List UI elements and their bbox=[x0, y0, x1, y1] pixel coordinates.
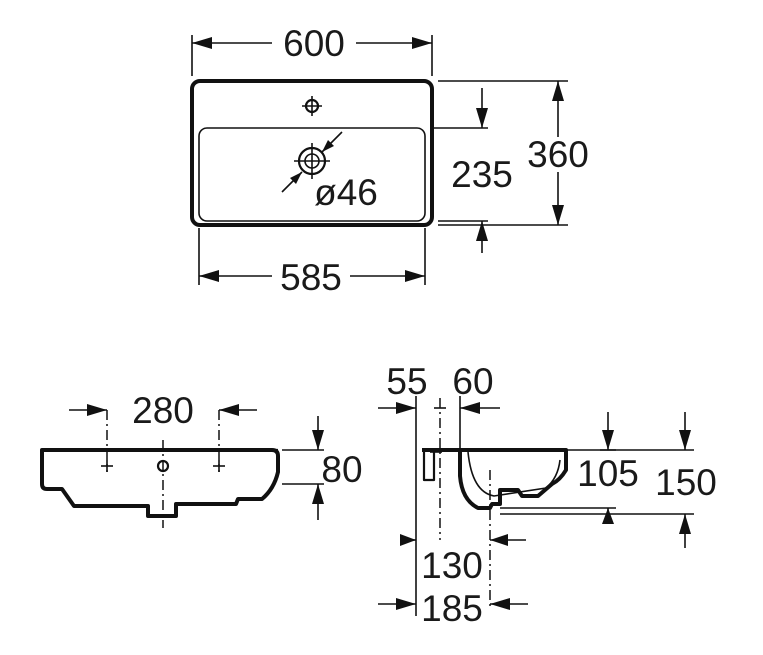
drain-hole-icon bbox=[294, 143, 330, 179]
dim-80-label: 80 bbox=[321, 449, 362, 490]
front-view: 280 80 bbox=[40, 390, 363, 528]
dim-280-label: 280 bbox=[132, 390, 194, 431]
dim-130-label: 130 bbox=[421, 545, 483, 586]
front-hole-right-icon bbox=[213, 460, 225, 472]
top-view-outer-outline bbox=[190, 79, 434, 227]
top-view-bowl-outline bbox=[198, 127, 426, 222]
top-view: 600 585 360 235 ø46 bbox=[190, 23, 589, 298]
side-view: 55 60 105 150 130 185 bbox=[378, 361, 717, 629]
front-view-outline bbox=[40, 448, 280, 518]
dim-55-label: 55 bbox=[386, 361, 427, 402]
dim-diameter-label: ø46 bbox=[314, 172, 378, 213]
dim-360-label: 360 bbox=[527, 134, 589, 175]
dim-150-label: 150 bbox=[655, 462, 717, 503]
front-hole-center-icon bbox=[156, 459, 170, 473]
dim-185-label: 185 bbox=[421, 588, 483, 629]
dim-600-label: 600 bbox=[283, 23, 345, 64]
dim-235-label: 235 bbox=[451, 154, 513, 195]
tap-hole-marker-icon bbox=[302, 96, 322, 116]
dim-60-label: 60 bbox=[452, 361, 493, 402]
side-view-outline bbox=[422, 448, 568, 510]
dim-105-label: 105 bbox=[577, 453, 639, 494]
front-hole-left-icon bbox=[101, 460, 113, 472]
dim-585-label: 585 bbox=[280, 257, 342, 298]
